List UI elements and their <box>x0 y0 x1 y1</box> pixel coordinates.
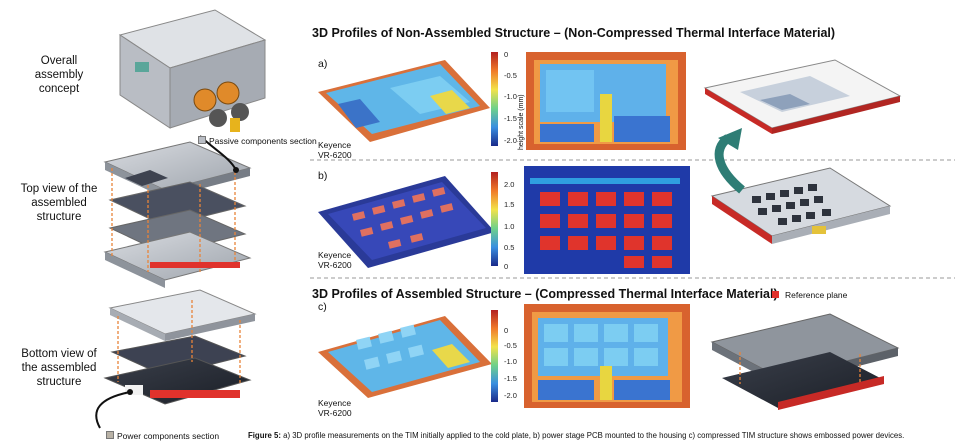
row-b-tick: 1.0 <box>504 222 515 231</box>
row-a-label: a) <box>318 58 328 70</box>
reference-plane-legend: Reference plane <box>772 290 847 300</box>
row-b-cad-model <box>710 167 892 244</box>
row-b-tick: 1.5 <box>504 200 515 209</box>
row-b-colorbar <box>491 172 498 266</box>
passive-swatch-icon <box>198 136 206 144</box>
row-a-3d-profile <box>318 60 490 142</box>
row-c-label: c) <box>318 301 327 313</box>
row-a-tick: -1.5 <box>504 114 517 123</box>
power-swatch-icon <box>106 431 114 439</box>
row-b-tick: 2.0 <box>504 180 515 189</box>
row-c-tick: -1.5 <box>504 374 517 383</box>
row-c-cad-model <box>710 313 900 410</box>
row-a-tick: -0.5 <box>504 71 517 80</box>
non-assembled-title: 3D Profiles of Non-Assembled Structure –… <box>312 26 836 40</box>
row-c-colorbar <box>491 310 498 402</box>
row-a-axis-label: height scale (mm) <box>518 94 525 150</box>
row-c-tick: 0 <box>504 326 509 335</box>
row-c-tick: -1.0 <box>504 357 517 366</box>
top-view-image <box>103 141 252 288</box>
row-b-label: b) <box>318 170 328 182</box>
passive-section-label: Passive components section <box>198 136 317 146</box>
row-c-tick: -0.5 <box>504 341 517 350</box>
row-a-tick: -2.0 <box>504 136 517 145</box>
power-callout-line <box>95 391 131 429</box>
row-c-height-map <box>524 304 690 408</box>
assembled-title: 3D Profiles of Assembled Structure – (Co… <box>312 287 778 301</box>
row-c-3d-profile <box>318 316 492 398</box>
row-b-tick: 0 <box>504 262 509 271</box>
row-a-tick: -1.0 <box>504 92 517 101</box>
row-a-colorbar <box>491 52 498 146</box>
power-section-label: Power components section <box>106 431 219 441</box>
row-b-tick: 0.5 <box>504 243 515 252</box>
figure-caption: Figure 5: a) 3D profile measurements on … <box>248 431 905 440</box>
overall-assembly-image <box>118 9 267 132</box>
row-a-cad-model <box>703 59 902 134</box>
row-b-3d-profile <box>318 176 495 268</box>
row-a-height-map <box>526 52 686 150</box>
row-b-height-map <box>524 166 690 274</box>
bottom-view-image <box>103 289 257 405</box>
row-c-tick: -2.0 <box>504 391 517 400</box>
reference-plane-swatch-icon <box>772 291 779 298</box>
row-a-tick: 0 <box>504 50 509 59</box>
